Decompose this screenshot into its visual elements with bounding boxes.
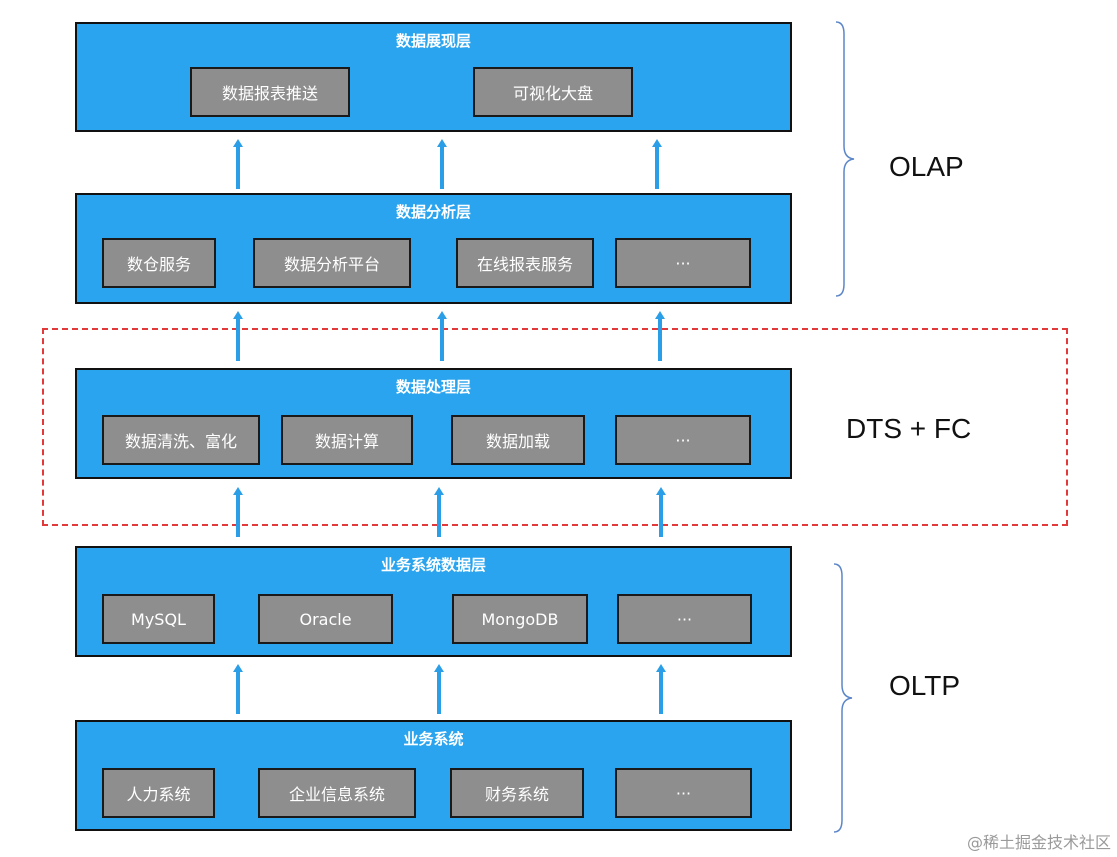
watermark: @稀土掘金技术社区 <box>966 833 1111 852</box>
layer-business-data: 业务系统数据层 MySQL Oracle MongoDB ··· <box>75 546 792 657</box>
layer-analysis: 数据分析层 数仓服务 数据分析平台 在线报表服务 ··· <box>75 193 792 304</box>
up-arrow-icon <box>652 139 662 189</box>
item-more: ··· <box>615 415 751 465</box>
item-mysql: MySQL <box>102 594 215 644</box>
item-warehouse-service: 数仓服务 <box>102 238 216 288</box>
item-more: ··· <box>615 238 751 288</box>
item-enterprise-info-system: 企业信息系统 <box>258 768 416 818</box>
item-load: 数据加载 <box>451 415 585 465</box>
up-arrow-icon <box>437 139 447 189</box>
olap-brace-icon <box>835 21 855 297</box>
dts-fc-label: DTS + FC <box>846 413 972 444</box>
layer-title: 业务系统 <box>403 730 464 748</box>
layer-presentation: 数据展现层 数据报表推送 可视化大盘 <box>75 22 792 132</box>
item-visual-dashboard: 可视化大盘 <box>473 67 633 117</box>
item-finance-system: 财务系统 <box>450 768 584 818</box>
layer-processing: 数据处理层 数据清洗、富化 数据计算 数据加载 ··· <box>75 368 792 479</box>
layer-title: 数据处理层 <box>395 378 471 396</box>
up-arrow-icon <box>233 487 243 537</box>
item-online-report-service: 在线报表服务 <box>456 238 594 288</box>
item-data-report-push: 数据报表推送 <box>190 67 350 117</box>
up-arrow-icon <box>437 311 447 361</box>
up-arrow-icon <box>233 139 243 189</box>
item-mongodb: MongoDB <box>452 594 588 644</box>
layer-title: 业务系统数据层 <box>380 556 486 574</box>
dts-fc-dashed-region <box>42 328 1068 526</box>
item-compute: 数据计算 <box>281 415 413 465</box>
oltp-brace-icon <box>833 563 853 833</box>
up-arrow-icon <box>233 311 243 361</box>
up-arrow-icon <box>233 664 243 714</box>
up-arrow-icon <box>656 664 666 714</box>
olap-label: OLAP <box>889 151 964 182</box>
item-analysis-platform: 数据分析平台 <box>253 238 411 288</box>
item-more: ··· <box>615 768 752 818</box>
layer-business-systems: 业务系统 人力系统 企业信息系统 财务系统 ··· <box>75 720 792 831</box>
up-arrow-icon <box>434 664 444 714</box>
item-oracle: Oracle <box>258 594 393 644</box>
oltp-label: OLTP <box>889 670 961 701</box>
up-arrow-icon <box>655 311 665 361</box>
up-arrow-icon <box>434 487 444 537</box>
item-hr-system: 人力系统 <box>102 768 215 818</box>
item-more: ··· <box>617 594 752 644</box>
layer-title: 数据展现层 <box>395 32 471 50</box>
layer-title: 数据分析层 <box>395 203 471 221</box>
up-arrow-icon <box>656 487 666 537</box>
item-cleanse-enrich: 数据清洗、富化 <box>102 415 260 465</box>
